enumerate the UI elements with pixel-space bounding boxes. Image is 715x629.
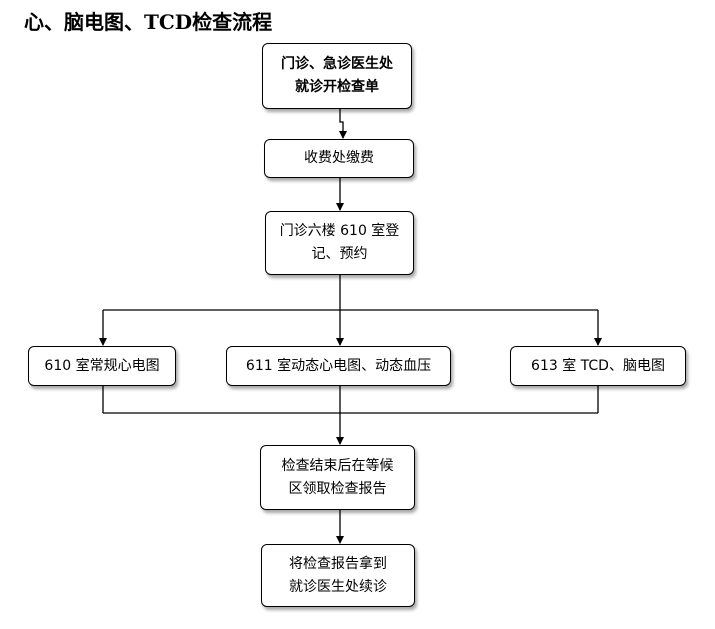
node-payment: 收费处缴费 xyxy=(264,139,414,178)
node-registration-line1: 门诊六楼 610 室登 xyxy=(279,223,400,239)
node-collect-report-line1: 检查结束后在等候 xyxy=(281,457,394,474)
node-doctor-order-line1: 门诊、急诊医生处 xyxy=(281,56,393,72)
node-payment-label: 收费处缴费 xyxy=(304,150,374,166)
node-followup: 将检查报告拿到 就诊医生处续诊 xyxy=(261,544,415,607)
node-registration-line2: 记、预约 xyxy=(311,246,368,262)
node-followup-line1: 将检查报告拿到 xyxy=(289,555,387,572)
node-tcd-room: 613 室 TCD、脑电图 xyxy=(510,346,686,386)
node-followup-line2: 就诊医生处续诊 xyxy=(289,578,387,595)
node-collect-report: 检查结束后在等候 区领取检查报告 xyxy=(260,445,415,510)
node-tcd-room-label: 613 室 TCD、脑电图 xyxy=(531,357,665,374)
node-holter-room-label: 611 室动态心电图、动态血压 xyxy=(245,357,432,374)
node-ecg-room: 610 室常规心电图 xyxy=(28,346,176,386)
node-doctor-order: 门诊、急诊医生处 就诊开检查单 xyxy=(262,43,412,109)
page-title: 心、脑电图、TCD检查流程 xyxy=(24,10,273,34)
node-collect-report-line2: 区领取检查报告 xyxy=(288,480,387,497)
arrow-doctor-to-payment xyxy=(339,109,347,139)
node-doctor-order-line2: 就诊开检查单 xyxy=(295,79,379,95)
node-holter-room: 611 室动态心电图、动态血压 xyxy=(226,346,451,386)
node-registration: 门诊六楼 610 室登 记、预约 xyxy=(265,211,414,275)
node-ecg-room-label: 610 室常规心电图 xyxy=(44,357,160,374)
